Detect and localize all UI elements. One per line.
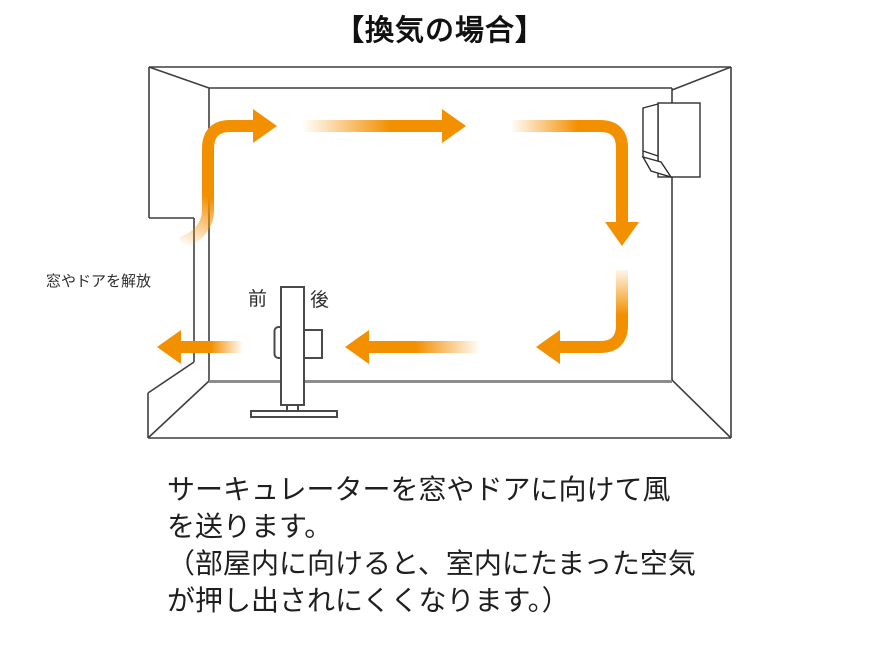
window-door-open-label: 窓やドアを解放 xyxy=(46,273,152,290)
caption-line-3: （部屋内に向けると、室内にたまった空気 xyxy=(167,548,696,579)
page-title: 【換気の場合】 xyxy=(334,15,545,47)
airflow-arrow-fan-exhaust-out-window xyxy=(157,330,243,364)
ac-front-face xyxy=(657,102,701,178)
fan-front-label: 前 xyxy=(248,289,268,310)
caption-line-2: を送ります。 xyxy=(167,511,333,542)
airflow-arrows xyxy=(157,109,639,364)
fan-body xyxy=(280,286,305,406)
arrow-head xyxy=(345,330,369,364)
fan-rear-motor xyxy=(302,329,323,359)
airflow-arrow-ceiling-right-2-down-wall xyxy=(512,120,639,246)
airflow-arrow-ceiling-right-1 xyxy=(303,109,466,143)
corner-diagonal-top-right xyxy=(671,66,732,91)
circulator-fan-icon xyxy=(250,286,338,418)
arrow-shaft xyxy=(512,120,628,223)
arrow-head xyxy=(605,222,639,246)
caption-line-1: サーキュレーターを窓やドアに向けて風 xyxy=(167,474,671,505)
corner-diagonal-top-left xyxy=(148,66,210,89)
airflow-arrow-window-up-to-ceiling xyxy=(178,109,277,249)
ac-louver-slat xyxy=(642,150,659,157)
arrow-head xyxy=(442,109,466,143)
fan-back-label: 後 xyxy=(310,290,330,311)
arrow-head xyxy=(157,330,181,364)
corner-diagonal-bottom-left xyxy=(147,380,210,439)
ac-louver-flap xyxy=(641,155,673,179)
left-wall-bottom-diagonal xyxy=(147,361,195,394)
arrow-head xyxy=(253,109,277,143)
airflow-arrow-middle-toward-fan xyxy=(345,330,481,364)
caption-line-4: が押し出されにくくなります。） xyxy=(167,585,570,616)
air-conditioner-icon xyxy=(641,102,701,179)
caption-text: サーキュレーターを窓やドアに向けて風 を送ります。 （部屋内に向けると、室内にた… xyxy=(167,471,696,619)
fan-base-plate xyxy=(250,410,338,418)
arrow-head xyxy=(536,330,560,364)
arrow-shaft xyxy=(178,120,254,249)
corner-diagonal-bottom-right xyxy=(671,379,732,439)
airflow-arrow-right-wall-down-turn-left xyxy=(536,270,628,364)
arrow-shaft xyxy=(559,270,628,353)
